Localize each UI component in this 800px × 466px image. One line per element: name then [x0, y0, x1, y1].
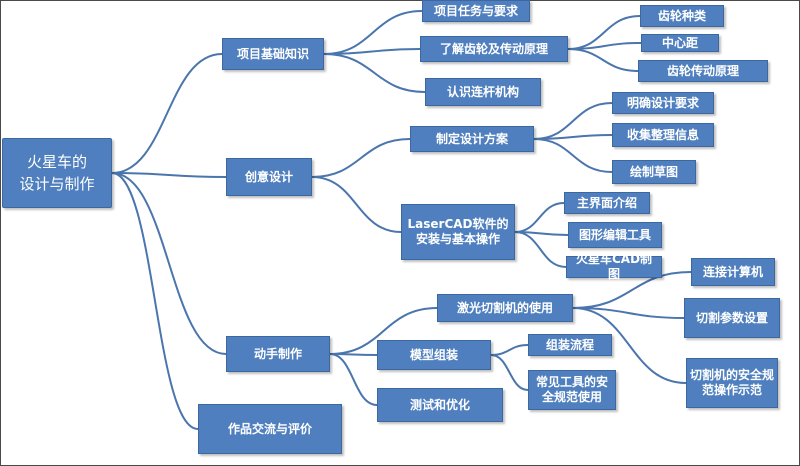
link-root-exchange	[111, 172, 199, 430]
node-collect-info: 收集整理信息	[612, 123, 714, 147]
link-plan-collect	[533, 134, 613, 140]
node-cut-parameters: 切割参数设置	[684, 298, 780, 338]
link-make-laser	[329, 307, 438, 355]
link-basics-linkage	[323, 53, 426, 93]
link-cad-rover	[514, 231, 567, 268]
link-root-make	[111, 172, 227, 355]
node-root: 火星车的 设计与制作	[2, 138, 112, 208]
link-assembly-flow	[490, 344, 529, 356]
node-model-assembly: 模型组装	[377, 340, 491, 370]
link-root-design	[111, 172, 227, 178]
node-test-optimize: 测试和优化	[377, 388, 503, 422]
node-exchange: 作品交流与评价	[198, 404, 342, 454]
node-main-interface: 主界面介绍	[564, 192, 650, 214]
link-basics-gear	[323, 48, 421, 55]
node-lasercad: LaserCAD软件的安装与基本操作	[401, 204, 515, 260]
node-assembly-flow: 组装流程	[528, 334, 612, 356]
link-plan-clarify	[533, 102, 613, 140]
node-laser-cutter: 激光切割机的使用	[437, 294, 573, 322]
node-cutter-safety: 切割机的安全规范操作示范	[686, 358, 778, 408]
node-center-distance: 中心距	[641, 34, 719, 52]
node-mars-rover-cad: 火星车CAD制图	[566, 252, 662, 281]
node-make: 动手制作	[226, 336, 330, 372]
link-basics-task	[323, 10, 423, 55]
node-linkage: 认识连杆机构	[425, 78, 541, 106]
node-gear-transmission: 齿轮传动原理	[638, 60, 768, 82]
node-gear-principles: 了解齿轮及传动原理	[420, 36, 568, 62]
node-design: 创意设计	[226, 158, 312, 196]
link-laser-connect	[572, 271, 692, 309]
node-clarify-requirements: 明确设计要求	[612, 92, 714, 114]
node-graphic-tools: 图形编辑工具	[568, 222, 662, 248]
link-laser-safety	[572, 307, 687, 384]
link-root-basics	[111, 53, 223, 174]
link-assembly-tools	[490, 354, 529, 391]
link-design-cad	[311, 176, 402, 233]
node-tool-safety: 常见工具的安全规范使用	[528, 370, 616, 410]
node-design-plan: 制定设计方案	[410, 126, 534, 152]
node-task-requirements: 项目任务与要求	[422, 0, 530, 22]
node-basics: 项目基础知识	[222, 38, 324, 70]
node-gear-types: 齿轮种类	[640, 5, 724, 27]
link-make-test	[329, 353, 378, 406]
node-connect-computer: 连接计算机	[691, 258, 775, 286]
link-gear-trans	[567, 48, 639, 72]
link-cad-main	[514, 202, 565, 233]
link-design-plan	[311, 138, 411, 178]
node-sketch: 绘制草图	[612, 160, 696, 184]
link-plan-sketch	[533, 138, 613, 173]
link-laser-params	[572, 307, 685, 319]
link-gear-center	[567, 42, 642, 50]
